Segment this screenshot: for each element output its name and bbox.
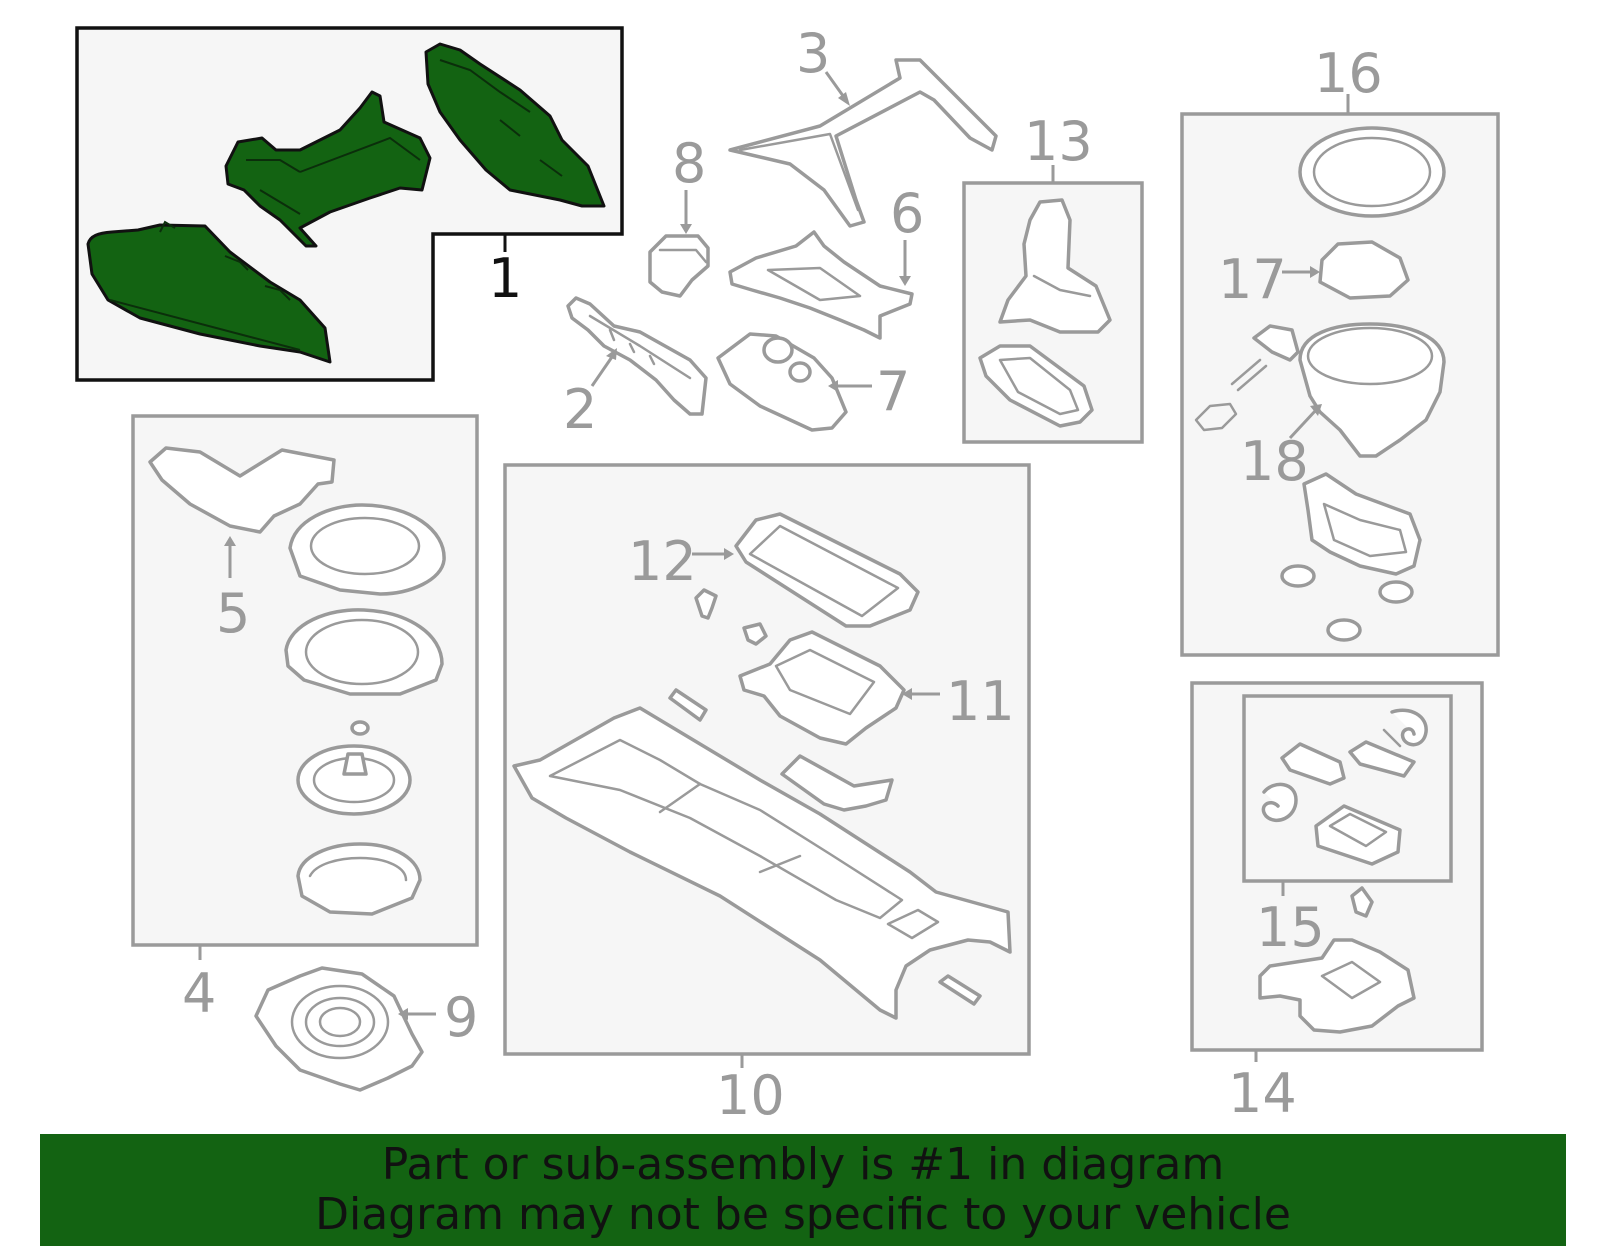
part-16-ring [1298, 126, 1446, 218]
callout-9[interactable]: 9 [444, 986, 478, 1049]
callout-5[interactable]: 5 [216, 582, 250, 645]
part-group-1[interactable]: 1 [75, 26, 624, 382]
part-5-pad [148, 446, 336, 534]
part-15-spring-a [1390, 708, 1428, 747]
part-13-boot [998, 198, 1112, 334]
callout-8[interactable]: 8 [672, 132, 706, 195]
callout-6[interactable]: 6 [890, 182, 924, 245]
part-1-middle-bracket[interactable] [224, 90, 432, 248]
part-8-clip [648, 234, 710, 298]
part-17-cover [1318, 240, 1410, 300]
arrow-9 [398, 1008, 408, 1020]
part-10-strip-b [938, 974, 982, 1006]
part-4-ring-low [296, 842, 422, 916]
part-15-clip-a [1280, 742, 1346, 786]
part-10-console [512, 706, 1012, 1020]
part-1-left-bracket[interactable] [86, 220, 332, 364]
part-group-9[interactable]: 9 [254, 966, 478, 1092]
callout-18[interactable]: 18 [1240, 430, 1309, 493]
part-11-bin [738, 630, 906, 746]
part-10-clip-b [742, 622, 768, 646]
disclaimer-banner: Part or sub-assembly is #1 in diagram Di… [40, 1134, 1566, 1246]
leader-18 [1288, 408, 1318, 440]
callout-11[interactable]: 11 [946, 670, 1015, 733]
banner-line-1: Part or sub-assembly is #1 in diagram [381, 1139, 1225, 1190]
part-15-spring-b [1261, 782, 1298, 822]
part-group-4[interactable]: 5 4 [131, 414, 479, 1025]
arrow-12 [724, 548, 734, 560]
part-7-switch [716, 332, 848, 432]
arrow-3 [838, 92, 850, 106]
part-1-right-bracket[interactable] [424, 42, 606, 208]
part-6-panel [728, 230, 914, 340]
part-13-bezel [978, 344, 1094, 428]
banner-line-2: Diagram may not be specific to your vehi… [315, 1189, 1291, 1240]
part-group-7[interactable]: 7 [716, 332, 910, 432]
part-2-rail [566, 296, 708, 416]
leader-2 [590, 353, 616, 387]
callout-7[interactable]: 7 [876, 360, 910, 423]
part-group-6[interactable]: 6 [728, 182, 924, 340]
arrow-6 [899, 276, 911, 286]
callout-2[interactable]: 2 [563, 378, 597, 441]
part-12-lid [734, 512, 920, 628]
callout-3[interactable]: 3 [796, 22, 830, 85]
callout-12[interactable]: 12 [628, 530, 697, 593]
arrow-5 [224, 536, 236, 546]
part-9-shifter-base [254, 966, 424, 1092]
part-group-2[interactable]: 2 [563, 296, 708, 441]
part-group-10[interactable]: 12 11 10 [503, 463, 1031, 1127]
arrow-8 [680, 224, 692, 234]
arrow-2 [606, 348, 617, 360]
part-10-strip-a [668, 688, 708, 722]
arrow-7 [828, 380, 838, 392]
arrow-17 [1310, 266, 1320, 278]
part-10-tray [780, 754, 894, 812]
part-group-8[interactable]: 8 [648, 132, 710, 298]
arrow-18 [1310, 404, 1322, 416]
part-15-clip-b [1348, 740, 1416, 778]
part-16-base [1302, 472, 1422, 576]
part-14-clip [1350, 886, 1374, 918]
callout-17[interactable]: 17 [1218, 248, 1287, 311]
callout-1[interactable]: 1 [488, 247, 522, 310]
callout-10[interactable]: 10 [716, 1064, 785, 1127]
part-group-3[interactable]: 3 [728, 22, 998, 228]
part-group-13[interactable]: 13 [962, 110, 1144, 444]
part-3-trim [728, 58, 998, 228]
callout-14[interactable]: 14 [1228, 1062, 1297, 1125]
callout-4[interactable]: 4 [182, 962, 216, 1025]
callout-13[interactable]: 13 [1024, 110, 1093, 173]
part-group-14[interactable]: 15 14 [1190, 681, 1484, 1125]
callout-16[interactable]: 16 [1314, 42, 1383, 105]
part-group-16[interactable]: 16 17 18 [1180, 42, 1500, 657]
part-10-clip-a [694, 588, 718, 620]
callout-15[interactable]: 15 [1256, 896, 1325, 959]
arrow-11 [902, 688, 912, 700]
part-18-cupholder [1298, 322, 1446, 458]
